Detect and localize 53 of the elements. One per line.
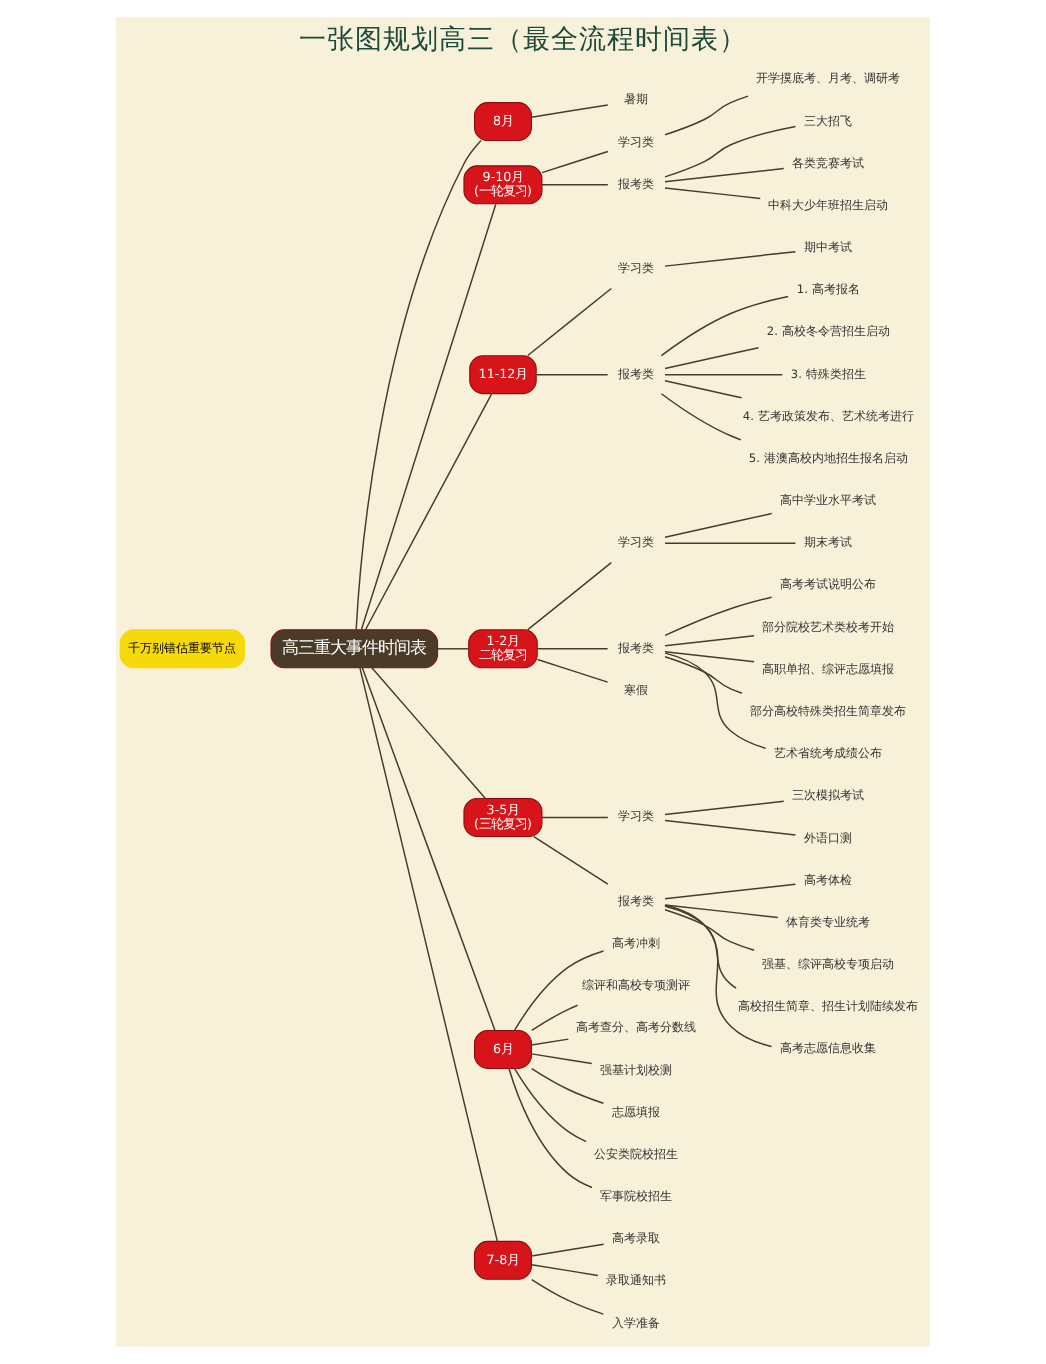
connector [530,104,609,118]
connector [436,648,470,650]
connector [541,816,609,819]
connector [531,1004,579,1032]
connector [664,512,773,538]
connector [527,287,612,357]
connector [664,656,743,694]
connector [664,904,779,919]
connector [664,167,785,183]
connector [664,346,760,370]
connector [531,1278,605,1315]
connector [536,648,609,650]
connector [660,393,742,441]
connector [513,950,605,1031]
connector [364,393,493,631]
connector [535,373,609,376]
connector [664,800,785,816]
connector [664,652,767,749]
connector [664,250,797,267]
connector [664,819,797,836]
connector [530,1053,593,1065]
connector [664,651,755,663]
connector [664,373,784,376]
node-box: 高三重大事件时间表 [270,629,439,669]
connector [660,295,789,357]
connector [355,139,482,631]
connector [527,561,612,631]
connector [541,184,609,186]
connector [359,667,499,1243]
connector [360,203,497,631]
connector [513,1068,587,1143]
connector [530,1243,605,1257]
connector [541,150,609,174]
connector [664,125,797,178]
connector [371,667,486,799]
connector [664,187,761,200]
diagram-title: 一张图规划高三（最全流程时间表） [299,23,747,56]
connector [531,1067,605,1105]
connector [664,596,773,637]
connector [664,904,773,1048]
connector [361,667,496,1032]
connector [664,95,749,136]
connector [664,542,797,545]
connector [530,1038,570,1046]
connector [664,909,755,952]
connector [530,1264,599,1277]
connector [664,883,797,900]
connector [664,905,737,989]
connector [664,635,755,647]
connector [533,835,609,885]
connector [536,658,609,683]
connector [508,1068,593,1189]
connector [664,380,743,399]
